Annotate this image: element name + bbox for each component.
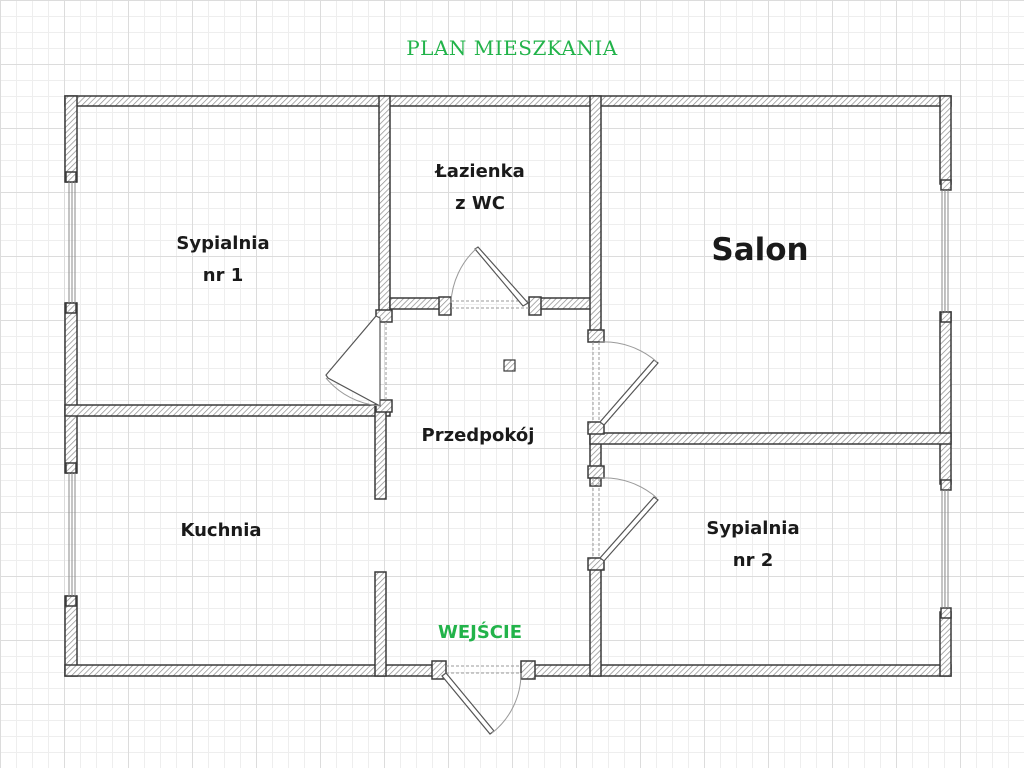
outer-wall-top bbox=[64, 95, 952, 107]
door-salon bbox=[599, 359, 659, 426]
door-entrance bbox=[441, 672, 495, 735]
door-swings bbox=[325, 246, 659, 735]
walls bbox=[64, 95, 952, 680]
room-label-living: Salon bbox=[711, 232, 809, 268]
wall-hall-right-bottom bbox=[589, 559, 602, 677]
outer-wall-right-top bbox=[939, 95, 952, 185]
wall-salon-bedroom2 bbox=[589, 432, 952, 445]
wall-bath-salon bbox=[589, 95, 602, 337]
entrance-label: WEJŚCIE bbox=[437, 622, 522, 643]
vent-icon bbox=[503, 359, 516, 372]
room-label-kitchen: Kuchnia bbox=[180, 520, 262, 541]
wall-bedroom1-kitchen bbox=[64, 404, 391, 417]
outer-wall-left-top bbox=[64, 95, 78, 183]
outer-wall-left-mid bbox=[64, 302, 78, 474]
plan-title: PLAN MIESZKANIA bbox=[406, 36, 618, 60]
door-bedroom2 bbox=[599, 496, 659, 562]
windows bbox=[68, 182, 949, 608]
room-label-bedroom1: Sypialnia nr 1 bbox=[176, 233, 270, 286]
wall-hall-left-stub bbox=[374, 404, 387, 500]
outer-wall-right-mid bbox=[939, 311, 952, 485]
room-label-hall: Przedpokój bbox=[421, 425, 535, 446]
door-bathroom bbox=[474, 246, 529, 307]
wall-kitchen-hall bbox=[374, 571, 387, 677]
doorways bbox=[379, 300, 600, 674]
room-label-bathroom: Łazienka z WC bbox=[435, 161, 525, 214]
wall-bedroom1-bath bbox=[378, 95, 391, 321]
outer-wall-right-bottom bbox=[939, 611, 952, 677]
outer-wall-left-bottom bbox=[64, 595, 78, 677]
room-label-bedroom2: Sypialnia nr 2 bbox=[706, 518, 800, 571]
wall-bath-bottom-left bbox=[389, 297, 446, 310]
door-bedroom1 bbox=[325, 315, 381, 408]
